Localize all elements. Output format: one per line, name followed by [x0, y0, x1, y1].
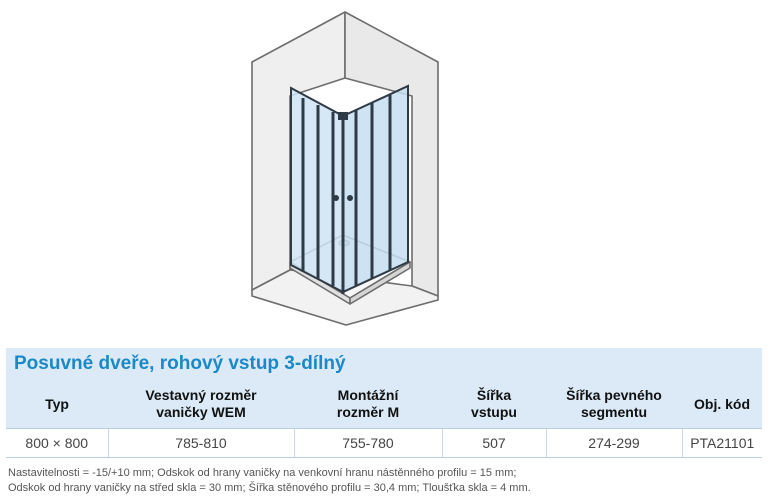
- top-corner-clamp: [338, 112, 348, 120]
- footnote-line: Nastavitelnosti = -15/+10 mm; Odskok od …: [8, 467, 517, 479]
- cell-tray-size: 785-810: [107, 428, 294, 458]
- table-row: 800 × 800 785-810 755-780 507 274-299 PT…: [6, 428, 762, 458]
- shower-enclosure-illustration: [251, 11, 439, 326]
- glass-panel-right: [342, 84, 409, 294]
- cell-order-code: PTA21101: [681, 428, 762, 458]
- col-header-type: Typ: [45, 395, 69, 412]
- cell-mount-size: 755-780: [293, 428, 442, 458]
- footnotes: Nastavitelnosti = -15/+10 mm; Odskok od …: [6, 458, 762, 496]
- cell-entry-width: 507: [441, 428, 546, 458]
- product-spec-panel: Posuvné dveře, rohový vstup 3-dílný Typ …: [6, 348, 762, 496]
- title-bar: Posuvné dveře, rohový vstup 3-dílný: [6, 348, 762, 380]
- cell-fixed-segment: 274-299: [545, 428, 682, 458]
- product-title: Posuvné dveře, rohový vstup 3-dílný: [14, 353, 346, 374]
- handle-right: [347, 195, 353, 201]
- shower-tray-side: [349, 261, 411, 305]
- cell-type: 800 × 800: [6, 428, 108, 458]
- col-header-order-code: Obj. kód: [694, 395, 750, 412]
- handle-left: [333, 195, 339, 201]
- footnote-line: Odskok od hrany vaničky na střed skla = …: [8, 482, 531, 494]
